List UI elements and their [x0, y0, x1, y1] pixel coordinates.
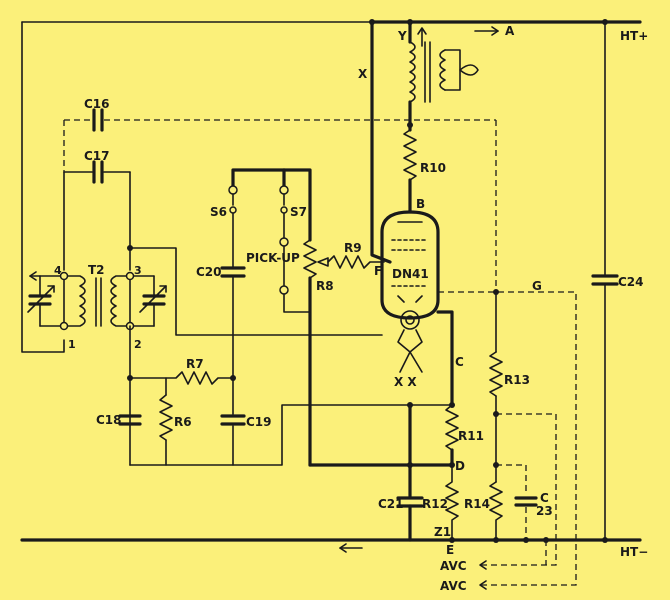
avc-label-2: AVC — [440, 579, 467, 593]
c20-label: C20 — [196, 265, 222, 279]
point-c-label: C — [455, 355, 464, 369]
point-a-label: A — [505, 24, 515, 38]
t2-label: T2 — [88, 263, 105, 277]
capacitor-c18 — [118, 414, 142, 426]
c18-label: C18 — [96, 413, 122, 427]
r7-label: R7 — [186, 357, 204, 371]
c19-label: C19 — [246, 415, 272, 429]
s6-label: S6 — [210, 205, 227, 219]
ht-minus-label: HT− — [620, 545, 648, 559]
r14-label: R14 — [464, 497, 490, 511]
point-b-label: B — [416, 197, 425, 211]
cathode-wire — [436, 310, 454, 407]
x-wire — [370, 20, 392, 264]
capacitor-c24 — [591, 21, 619, 541]
valve-dn41 — [380, 210, 440, 330]
grid-feed-wire — [129, 247, 383, 336]
c17-label: C17 — [84, 149, 110, 163]
point-e-label: E — [446, 543, 454, 557]
point-x-label: X — [358, 67, 368, 81]
c16-label: C16 — [84, 97, 110, 111]
avc-label-1: AVC — [440, 559, 467, 573]
c24-label: C24 — [618, 275, 644, 289]
t2-pin4: 4 — [54, 264, 62, 277]
r9-label: R9 — [344, 241, 362, 255]
output-transformer — [408, 20, 479, 103]
avc-line-1 — [480, 413, 557, 566]
heater-xx-label: X X — [394, 375, 417, 389]
avc-arrow-icon-1 — [479, 560, 487, 570]
r8-top-wire — [282, 168, 312, 242]
g-line — [438, 291, 577, 586]
arrow-a-icon — [474, 26, 499, 36]
arrow-r8-wiper-icon — [317, 257, 329, 267]
transformer-t2 — [27, 271, 167, 327]
resistor-r11 — [445, 404, 459, 451]
resistor-r10 — [403, 129, 417, 181]
capacitor-c23 — [514, 496, 538, 540]
resistor-r14 — [489, 481, 503, 541]
resistor-r12 — [445, 464, 459, 541]
point-z1-label: Z1 — [434, 525, 451, 539]
c23-label-b: 23 — [536, 504, 553, 518]
r8-label: R8 — [316, 279, 334, 293]
arrow-up-icon — [417, 27, 427, 47]
left-wire — [21, 21, 65, 353]
t2-pin3: 3 — [134, 264, 142, 277]
resistor-r8 — [303, 239, 317, 279]
valve-label: DN41 — [392, 267, 429, 281]
arrow-left-icon — [339, 543, 363, 553]
r6-label: R6 — [174, 415, 192, 429]
t2-pin1: 1 — [68, 338, 76, 351]
t2-pin2: 2 — [134, 338, 142, 351]
c23-label: C — [540, 491, 549, 505]
point-d-label: D — [455, 459, 465, 473]
pickup-label: PICK-UP — [246, 251, 300, 265]
c23-feed — [496, 464, 527, 495]
ht-plus-label: HT+ — [620, 29, 648, 43]
heater-leads — [397, 329, 423, 353]
r11-label: R11 — [458, 429, 484, 443]
r12-label: R12 — [422, 497, 448, 511]
s7-label: S7 — [290, 205, 307, 219]
switch-s6 — [228, 168, 286, 214]
avc-arrow-icon-2 — [479, 580, 487, 590]
c21-label: C21 — [378, 497, 404, 511]
capacitor-c17 — [63, 160, 131, 271]
capacitor-c19 — [220, 414, 246, 426]
resistor-r7 — [129, 371, 234, 385]
resistor-r13 — [489, 351, 503, 397]
r10-label: R10 — [420, 161, 446, 175]
resistor-r6 — [159, 394, 173, 441]
bottom-left-wire — [129, 404, 453, 466]
resistor-r9 — [327, 255, 385, 269]
switch-s7 — [279, 168, 289, 239]
point-f-label: F — [374, 264, 382, 278]
point-y-label: Y — [397, 29, 407, 43]
point-g-label: G — [532, 279, 542, 293]
r13-label: R13 — [504, 373, 530, 387]
capacitor-c16 — [63, 108, 497, 292]
